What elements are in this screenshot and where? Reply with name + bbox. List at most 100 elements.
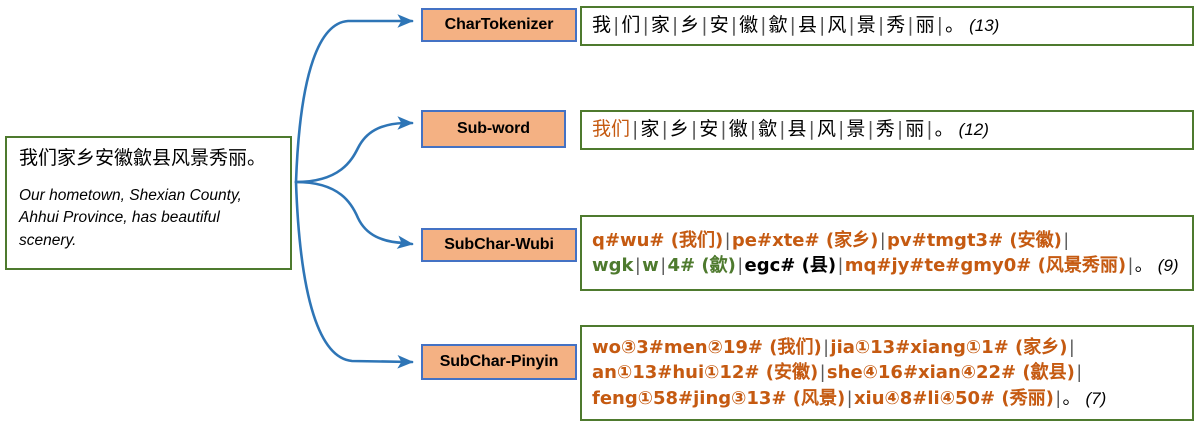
method-chip-label: SubChar-Wubi xyxy=(444,236,554,253)
token-separator: | xyxy=(642,14,649,37)
token-separator: | xyxy=(725,229,730,250)
token-separator: | xyxy=(1055,387,1061,408)
token: 歙 xyxy=(758,118,778,141)
token-separator: | xyxy=(1063,229,1069,250)
token-separator: | xyxy=(632,118,639,141)
token: 我 xyxy=(592,14,612,37)
token: 县 xyxy=(797,14,817,37)
token-separator: | xyxy=(737,255,743,275)
token-separator: | xyxy=(926,118,933,141)
token: 徽 xyxy=(739,14,759,37)
token-separator: | xyxy=(1069,336,1075,357)
output-box-subchar-wubi: q#wu# (我们)|pe#xte# (家乡)|pv#tmgt3# (安徽)|w… xyxy=(580,215,1194,291)
token: 秀 xyxy=(886,14,906,37)
token-separator: | xyxy=(779,118,786,141)
token-separator: | xyxy=(848,14,855,37)
token: pv#tmgt3# (安徽) xyxy=(887,229,1062,251)
token-separator: | xyxy=(808,118,815,141)
token: pe#xte# (家乡) xyxy=(731,229,879,251)
token-line: wgk|w|4# (歙)|egc# (县)|mq#jy#te#gmy0# (风景… xyxy=(592,253,1182,278)
token-separator: | xyxy=(701,14,708,37)
token: 我们 xyxy=(592,118,631,141)
token-line: q#wu# (我们)|pe#xte# (家乡)|pv#tmgt3# (安徽)| xyxy=(592,228,1182,253)
arrow-to-subchar-pinyin xyxy=(294,180,414,369)
output-box-subword: 我们|家|乡|安|徽|歙|县|风|景|秀|丽|。(12) xyxy=(580,110,1194,150)
token: 景 xyxy=(856,14,876,37)
token-period: 。 xyxy=(1134,255,1153,276)
token: mq#jy#te#gmy0# (风景秀丽) xyxy=(844,255,1127,276)
method-chip-subchar-pinyin[interactable]: SubChar-Pinyin xyxy=(421,344,577,380)
token: 4# (歙) xyxy=(667,255,736,276)
token-separator: | xyxy=(877,14,885,37)
token-line: 我们|家|乡|安|徽|歙|县|风|景|秀|丽|。(12) xyxy=(592,117,1182,143)
token-line: wo③3#men②19# (我们)|jia①13#xiang①1# (家乡)| xyxy=(592,335,1182,360)
method-chip-subword[interactable]: Sub-word xyxy=(421,110,566,148)
token-period: 。 xyxy=(934,118,954,141)
token-separator: | xyxy=(671,14,679,37)
token: 秀 xyxy=(875,118,895,141)
token-separator: | xyxy=(867,118,874,141)
token-separator: | xyxy=(613,14,620,37)
token-count: (12) xyxy=(958,120,989,140)
source-chinese-text: 我们家乡安徽歙县风景秀丽。 xyxy=(19,147,267,169)
token: wgk xyxy=(592,255,634,276)
token: feng①58#jing③13# (风景) xyxy=(592,387,846,409)
token-separator: | xyxy=(1128,255,1133,275)
token-separator: | xyxy=(847,387,852,408)
token: 风 xyxy=(827,14,847,37)
token: she④16#xian④22# (歙县) xyxy=(826,362,1075,384)
token-period: 。 xyxy=(1062,387,1081,409)
token-separator: | xyxy=(896,118,904,141)
token-separator: | xyxy=(760,14,767,37)
token: 景 xyxy=(846,118,866,141)
token-line: 我|们|家|乡|安|徽|歙|县|风|景|秀|丽|。(13) xyxy=(592,13,1182,39)
method-chip-label: SubChar-Pinyin xyxy=(439,353,559,370)
token: xiu④8#li④50# (秀丽) xyxy=(853,387,1054,409)
token: wo③3#men②19# (我们) xyxy=(592,336,822,358)
token: 徽 xyxy=(728,118,748,141)
token-separator: | xyxy=(660,255,666,275)
token: an①13#hui①12# (安徽) xyxy=(592,362,819,384)
token: 家 xyxy=(640,118,660,141)
token: 安 xyxy=(699,118,719,141)
method-chip-label: CharTokenizer xyxy=(444,16,554,33)
token-separator: | xyxy=(823,336,829,357)
arrow-to-subword xyxy=(294,116,414,184)
output-box-subchar-pinyin: wo③3#men②19# (我们)|jia①13#xiang①1# (家乡)|a… xyxy=(580,325,1194,421)
token-separator: | xyxy=(730,14,738,37)
token: 们 xyxy=(621,14,641,37)
method-chip-subchar-wubi[interactable]: SubChar-Wubi xyxy=(421,228,577,262)
output-box-chartokenizer: 我|们|家|乡|安|徽|歙|县|风|景|秀|丽|。(13) xyxy=(580,6,1194,46)
method-chip-label: Sub-word xyxy=(457,120,530,137)
source-english-gloss: Our hometown, Shexian County, Ahhui Prov… xyxy=(19,186,242,249)
token-count: (13) xyxy=(969,16,1000,36)
token: 县 xyxy=(787,118,807,141)
token-separator: | xyxy=(635,255,641,275)
token-separator: | xyxy=(1076,362,1082,383)
token-count: (7) xyxy=(1085,388,1107,408)
token: 风 xyxy=(816,118,836,141)
token-period: 。 xyxy=(945,14,965,37)
token: q#wu# (我们) xyxy=(592,229,724,251)
source-sentence-box: 我们家乡安徽歙县风景秀丽。 Our hometown, Shexian Coun… xyxy=(5,136,292,270)
token-separator: | xyxy=(749,118,757,141)
token-separator: | xyxy=(789,14,796,37)
token-line: an①13#hui①12# (安徽)|she④16#xian④22# (歙县)| xyxy=(592,360,1182,385)
token-separator: | xyxy=(907,14,914,37)
token: 歙 xyxy=(768,14,788,37)
token-separator: | xyxy=(837,118,845,141)
token-separator: | xyxy=(936,14,944,37)
token-separator: | xyxy=(820,362,825,383)
token-count: (9) xyxy=(1157,256,1179,275)
token: w xyxy=(642,255,659,276)
token: 丽 xyxy=(915,14,935,37)
token-separator: | xyxy=(818,14,826,37)
token: 乡 xyxy=(669,118,689,141)
arrow-to-chartokenizer xyxy=(294,14,414,184)
token-separator: | xyxy=(880,229,885,250)
method-chip-chartokenizer[interactable]: CharTokenizer xyxy=(421,8,577,42)
token-separator: | xyxy=(661,118,668,141)
token-separator: | xyxy=(720,118,727,141)
arrow-to-subchar-wubi xyxy=(294,180,414,249)
